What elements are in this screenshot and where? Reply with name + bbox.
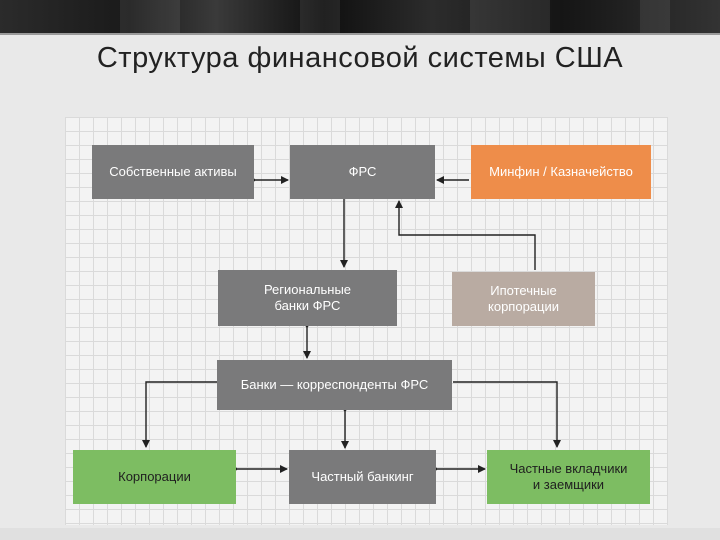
arrow-corr-depositors xyxy=(453,381,561,448)
footer-strip xyxy=(0,528,720,540)
frs-box: ФРС xyxy=(290,145,435,199)
correspondent-banks-box: Банки — корреспонденты ФРС xyxy=(217,360,452,410)
private-banking-box: Частный банкинг xyxy=(289,450,436,504)
diagram-connectors xyxy=(142,176,561,473)
mortgage-corporations-box: Ипотечные корпорации xyxy=(452,272,595,326)
regional-banks-box: Региональные банки ФРС xyxy=(218,270,397,326)
arrow-mortgage-frs xyxy=(395,200,536,270)
corporations-box: Корпорации xyxy=(73,450,236,504)
minfin-treasury-box: Минфин / Казначейство xyxy=(471,145,651,199)
own-assets-box: Собственные активы xyxy=(92,145,254,199)
header-banner-image xyxy=(0,0,720,33)
slide-title: Структура финансовой системы США xyxy=(96,42,624,74)
arrow-corr-corporations xyxy=(142,381,217,448)
diagram: Собственные активы ФРС Минфин / Казначей… xyxy=(65,117,668,525)
header-divider xyxy=(0,33,720,35)
private-depositors-box: Частные вкладчики и заемщики xyxy=(487,450,650,504)
